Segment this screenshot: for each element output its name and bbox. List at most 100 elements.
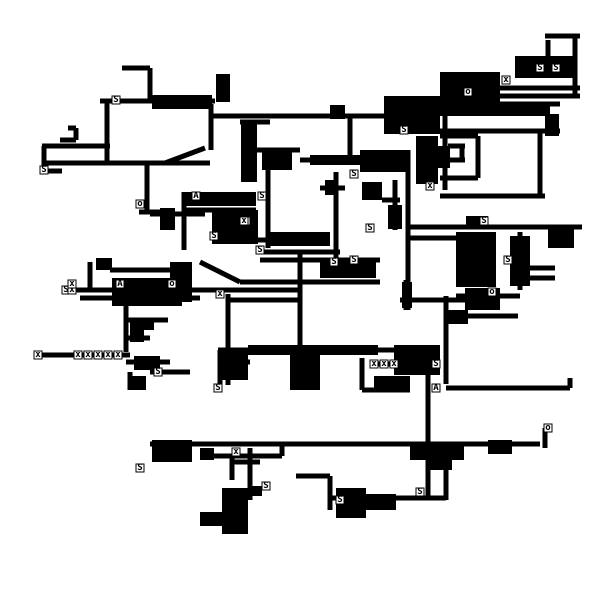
maze-block: [362, 182, 382, 200]
sigil-glyph: S: [351, 255, 356, 265]
corridor-v: [359, 358, 365, 390]
corridor-h: [410, 224, 582, 230]
portal-glyph: o: [545, 423, 550, 433]
corridor-h: [230, 459, 260, 465]
corridor-h: [440, 133, 478, 139]
node-glyph: x: [105, 350, 111, 360]
sigil-glyph-cell: [415, 487, 425, 497]
corridor-v: [475, 136, 481, 178]
sigil-glyph: S: [337, 495, 342, 505]
sigil-glyph-cell: [399, 125, 409, 135]
node-glyph: x: [391, 359, 397, 369]
sigil-glyph: S: [263, 481, 268, 491]
corridor-h: [139, 209, 168, 215]
corridor-h: [500, 93, 580, 99]
corridor-h: [185, 287, 300, 293]
maze-block: [416, 136, 438, 184]
portal-glyph-cell: [135, 199, 145, 209]
node-glyph: x: [69, 285, 75, 295]
corridor-v: [123, 298, 129, 352]
corridor-h: [440, 193, 545, 199]
corridor-h: [150, 369, 190, 375]
node-glyph: x: [427, 181, 433, 191]
corridor-v: [208, 104, 214, 150]
maze-block: [262, 150, 292, 170]
corridor-h: [200, 453, 282, 459]
portal-glyph-cell: [487, 287, 497, 297]
corridor-h: [296, 473, 330, 479]
sigil-glyph: S: [367, 223, 372, 233]
sigil-glyph: S: [257, 245, 262, 255]
portal-glyph-cell: [543, 423, 553, 433]
node-glyph-cell: [83, 350, 93, 360]
corridor-h: [240, 279, 290, 285]
corridor-h: [44, 168, 62, 174]
corridor-h: [410, 235, 470, 241]
sigil-glyph: S: [63, 285, 68, 295]
corridor-v: [443, 454, 449, 500]
portal-glyph-cell: [167, 279, 177, 289]
node-glyph-cell: [231, 447, 241, 457]
corridor-v: [327, 476, 333, 510]
corridor-v: [181, 192, 187, 250]
sigil-glyph-cell: [535, 63, 545, 73]
maze-block: [388, 205, 402, 229]
maze-block: [488, 440, 512, 454]
maze-block: [330, 105, 345, 119]
corridor-v: [459, 144, 465, 160]
corridor-h: [446, 313, 518, 319]
node-glyph: x: [85, 350, 91, 360]
corridor-v: [87, 262, 93, 290]
corridor-h: [122, 65, 150, 71]
node-glyph-cell: [113, 350, 123, 360]
sigil-glyph: S: [211, 231, 216, 241]
corridor-h: [382, 197, 400, 203]
node-glyph-cell: [425, 181, 435, 191]
corridor-h: [150, 211, 205, 217]
sigil-glyph-cell: [257, 191, 267, 201]
corridor-v: [265, 170, 271, 248]
node-glyph: x: [69, 279, 75, 289]
corridor-v: [443, 296, 449, 384]
maze-block: [320, 262, 376, 278]
corridor-v: [144, 163, 150, 212]
maze-block: [96, 258, 112, 270]
maze-block: [410, 446, 464, 460]
corridor-h: [150, 441, 540, 447]
maze-block: [402, 282, 412, 308]
maze-block: [500, 104, 550, 116]
sigil-glyph-cell: [349, 255, 359, 265]
node-glyph-cell: [389, 359, 399, 369]
node-glyph-cell: [93, 350, 103, 360]
corridor-v: [567, 378, 573, 388]
node-glyph-cell: [501, 75, 511, 85]
maze-block: [200, 512, 222, 526]
sigil-glyph-cell: [365, 223, 375, 233]
sigil-glyph-cell: [503, 255, 513, 265]
marker-glyph: A: [433, 383, 439, 393]
marker-glyph-cell: [115, 279, 125, 289]
corridor-h: [228, 297, 300, 303]
sigil-glyph-cell: [329, 257, 339, 267]
node-glyph-cell: [67, 279, 77, 289]
maze-block: [152, 440, 192, 462]
maze-block: [384, 96, 440, 134]
corridor-diagonal: [198, 259, 242, 285]
node-glyph: x: [503, 75, 509, 85]
maze-block: [270, 232, 330, 246]
node-glyph: x: [371, 359, 377, 369]
corridor-h: [446, 385, 570, 391]
corridor-h: [110, 267, 190, 273]
corridor-h: [448, 143, 465, 149]
node-glyph-cell: [33, 350, 43, 360]
sigil-glyph: S: [331, 257, 336, 267]
sigil-glyph-cell: [153, 367, 163, 377]
corridor-h: [440, 157, 465, 163]
corridor-v: [229, 456, 235, 480]
corridor-h: [68, 125, 76, 131]
maze-block: [360, 150, 410, 172]
corridor-v: [225, 294, 231, 385]
sigil-glyph-cell: [39, 165, 49, 175]
marker-glyph: A: [193, 191, 199, 201]
